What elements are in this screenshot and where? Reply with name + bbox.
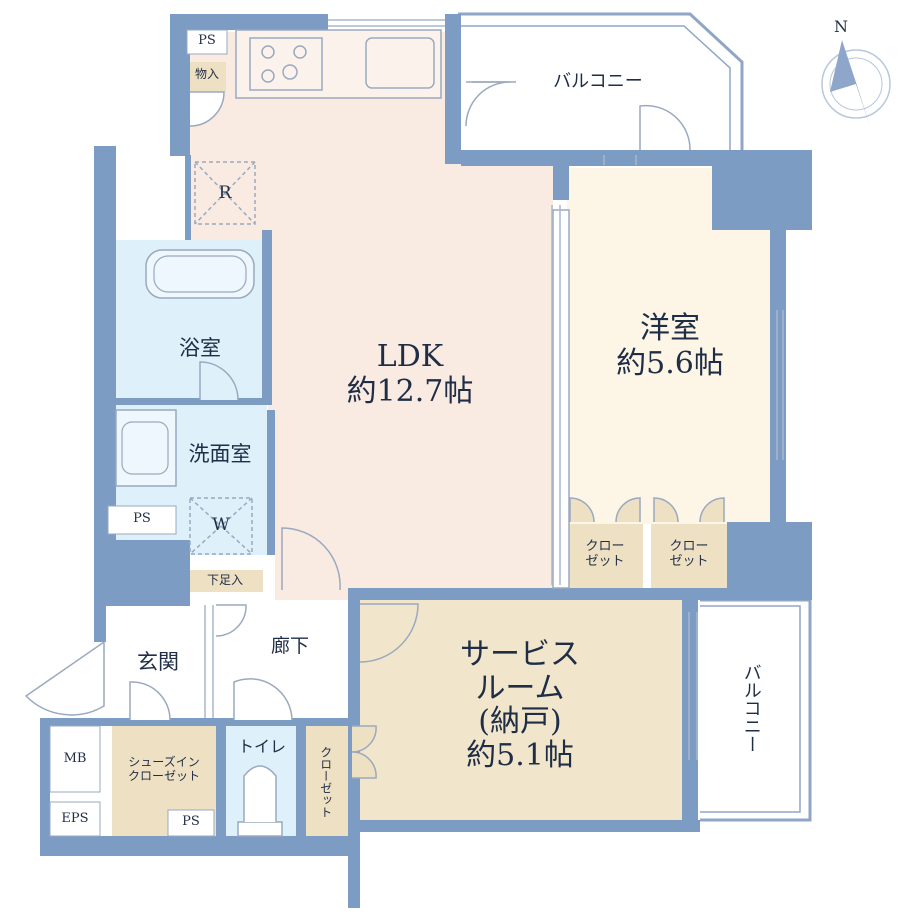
service-room-line2: ルーム [475,670,565,706]
hall-closet-floor [306,722,350,840]
western-room-name: 洋室 [640,311,700,346]
washbasin [115,409,177,487]
washbasin-bowl [121,421,169,475]
western-closet-left-line2: ゼット [585,553,625,569]
ps-top-box [186,29,228,55]
ldk-label: LDK 約12.7帖 [300,339,520,409]
bath-label: 浴室 [179,336,221,360]
western-room-size: 約5.6帖 [616,345,724,381]
thin-lines [204,19,784,760]
balcony-top-outline [458,12,744,152]
washer-label: W [212,515,230,535]
balcony-right-label: バルコニー [740,663,762,753]
shoe-closet-line2: クローゼット [127,768,200,783]
bathtub [145,249,255,299]
hallway-floor [100,600,350,720]
mb-label: MB [63,751,87,766]
toilet-tank [237,821,283,837]
western-room-label: 洋室 約5.6帖 [580,311,760,381]
fridge-space [194,161,256,225]
washer-space [189,497,253,555]
storage-floor [188,62,226,92]
western-closet-left-line1: クロー [585,539,625,554]
western-closet-left-label: クロー ゼット [567,539,643,570]
western-closet-right-line1: クロー [669,539,709,554]
toilet-bowl [243,765,277,822]
service-room-label: サービス ルーム (納戸) 約5.1帖 [420,638,620,772]
eps-label: EPS [61,811,89,826]
underfloor-storage-floor [187,570,263,592]
hallway-label: 廊下 [270,635,309,657]
western-closet-right-line2: ゼット [669,553,709,569]
balcony-top-label: バルコニー [553,71,643,92]
balcony-right-outline-inner [700,605,801,813]
western-closet-right-label: クロー ゼット [651,539,727,570]
compass-rose [821,40,891,126]
toilet-label: トイレ [237,737,286,756]
ps-bottom-box [167,809,215,837]
service-room-floor [360,600,682,832]
ldk-name: LDK [376,339,444,374]
western-closet-left-floor [567,524,643,588]
shoe-closet-line1: シューズイン [128,755,200,769]
eps-box [49,801,101,837]
ldk-floor [185,32,553,600]
storage-label: 物入 [194,67,219,81]
service-room-size: 約5.1帖 [466,737,574,773]
door-swings [24,81,725,779]
entrance-label: 玄関 [137,650,179,674]
hall-closet-label: クローゼット [318,746,333,818]
washroom-label: 洗面室 [188,442,252,466]
western-closet-right-floor [651,524,727,588]
ps-wash-label: PS [133,511,151,526]
service-room-line1: サービス [460,637,580,672]
fridge-label: R [218,183,232,203]
ps-bottom-label: PS [182,814,200,829]
service-room-line3: (納戸) [478,704,562,740]
compass-north-label: N [834,17,848,36]
kitchen-counter [235,29,442,99]
underfloor-storage-label: 下足入 [206,573,243,587]
walls [40,14,812,908]
mb-box [49,725,101,793]
ps-wash-box [107,505,177,535]
balcony-top-outline-inner [458,25,731,152]
ldk-size: 約12.7帖 [346,373,474,409]
ps-top-label: PS [198,33,216,48]
shoe-closet-label: シューズイン クローゼット [112,755,216,784]
bathtub-inner [153,255,247,293]
